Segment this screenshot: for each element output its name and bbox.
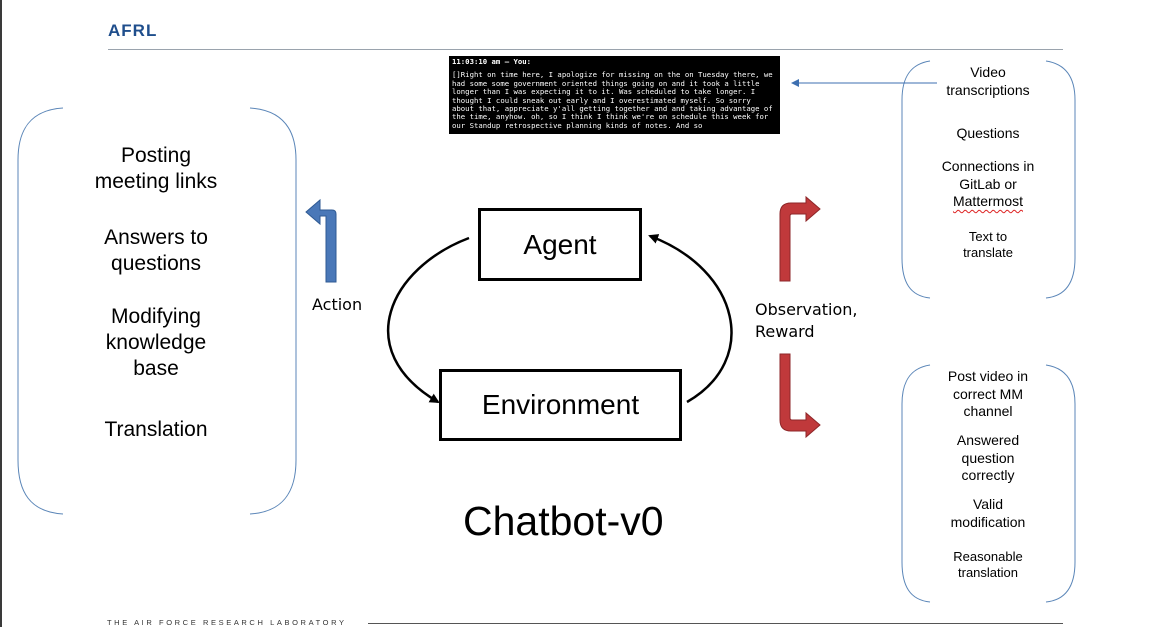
chatbot-title: Chatbot-v0: [463, 498, 664, 544]
observation-label: Observation, Reward: [755, 300, 858, 341]
agent-label: Agent: [523, 228, 597, 260]
action-item-translation: Translation: [104, 418, 208, 441]
action-item-posting: Posting meeting links: [94, 144, 218, 193]
header-divider: [108, 49, 1063, 50]
action-item-modifying: Modifying knowledge base: [105, 305, 207, 380]
action-arrow: [305, 198, 337, 283]
cycle-arrow-up: [648, 234, 733, 404]
reward-arrow: [779, 353, 821, 439]
reward-item-post-video: Post video in correct MM channel: [947, 368, 1029, 419]
afrl-logo: AFRL: [108, 21, 158, 40]
cycle-arrow-down: [386, 236, 470, 404]
observation-item-questions: Questions: [956, 125, 1020, 141]
observation-item-video: Video transcriptions: [946, 64, 1030, 98]
reward-item-valid: Valid modification: [950, 496, 1026, 530]
observation-item-connections: Connections in GitLab or Mattermost: [941, 158, 1035, 209]
transcript-snippet: 11:03:10 am – You: []Right on time here,…: [449, 56, 780, 134]
transcript-timestamp: 11:03:10 am – You:: [452, 57, 532, 66]
observation-item-translate: Text to translate: [963, 229, 1013, 260]
left-edge-bar: [0, 0, 2, 627]
observations-bracket: [901, 60, 1076, 299]
environment-label: Environment: [481, 389, 640, 420]
action-label: Action: [312, 295, 363, 314]
actions-bracket: [17, 107, 297, 515]
environment-box: Environment: [439, 369, 682, 441]
observation-arrow: [779, 195, 821, 282]
footer-divider: [368, 623, 1063, 624]
footer-text: THE AIR FORCE RESEARCH LABORATORY: [107, 618, 347, 627]
reward-item-answered: Answered question correctly: [956, 432, 1020, 483]
agent-box: Agent: [478, 208, 642, 281]
reward-item-reasonable: Reasonable translation: [953, 549, 1023, 580]
action-item-answers: Answers to questions: [104, 226, 208, 275]
transcript-text: []Right on time here, I apologize for mi…: [452, 70, 773, 130]
rewards-bracket: [901, 364, 1076, 603]
